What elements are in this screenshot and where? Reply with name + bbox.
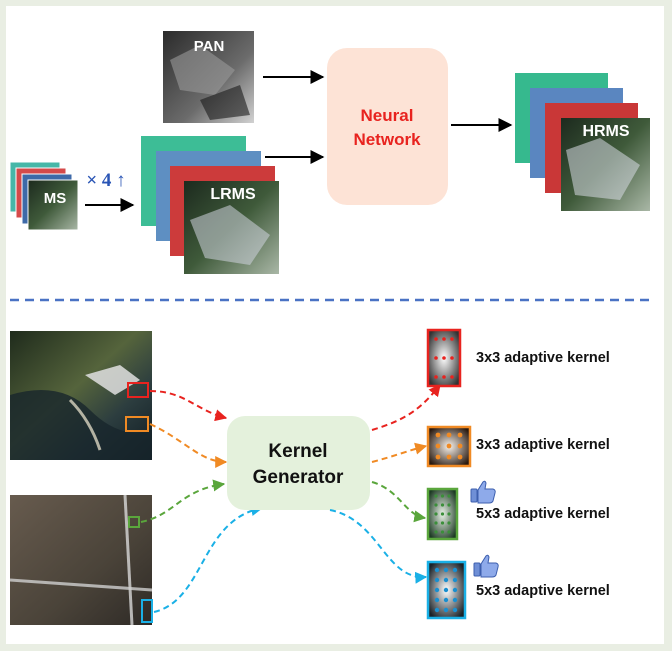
network-label-line1: Neural — [361, 106, 414, 125]
network-label-line2: Network — [353, 130, 421, 149]
ms-label: MS — [44, 190, 67, 207]
red-input-arrow — [149, 390, 228, 422]
green-output-arrow — [371, 481, 427, 523]
urban-blue-patch — [141, 599, 153, 623]
lrms-image-stack: LRMS — [141, 136, 279, 274]
urban-image — [9, 494, 153, 626]
kernel-4-visual — [426, 560, 467, 620]
kernel-3-label: 5x3 adaptive kernel — [476, 506, 610, 522]
thumbs-up-icon — [473, 554, 499, 578]
orange-output-arrow — [371, 442, 428, 463]
kernel-1-label: 3x3 adaptive kernel — [476, 350, 610, 366]
generator-label-line2: Generator — [253, 467, 344, 488]
kernel-2-label: 3x3 adaptive kernel — [476, 437, 610, 453]
kernel-2-visual — [426, 425, 472, 468]
generator-label-line1: Kernel — [268, 441, 327, 462]
urban-green-patch — [128, 516, 140, 528]
coastal-image — [10, 331, 152, 460]
lrms-label: LRMS — [210, 186, 256, 203]
blue-input-arrow — [153, 504, 264, 613]
coastal-red-patch — [127, 382, 149, 398]
blue-output-arrow — [329, 509, 428, 584]
upsample-label: × 4 ↑ — [86, 170, 125, 191]
hrms-label: HRMS — [582, 123, 629, 140]
orange-input-arrow — [149, 423, 228, 468]
pan-image: PAN — [163, 31, 254, 123]
ms-image-stack: MS — [9, 161, 79, 231]
kernel-generator-box: Kernel Generator — [227, 416, 370, 510]
green-input-arrow — [140, 479, 226, 523]
kernel-4-label: 5x3 adaptive kernel — [476, 583, 610, 599]
kernel-3-visual — [426, 487, 459, 541]
neural-network-box: Neural Network — [327, 48, 448, 205]
kernel-1-visual — [426, 328, 462, 388]
pan-label: PAN — [194, 38, 225, 55]
red-output-arrow — [371, 384, 441, 431]
hrms-image-stack: HRMS — [515, 73, 650, 211]
coastal-orange-patch — [125, 416, 149, 432]
thumbs-up-icon — [470, 480, 496, 504]
